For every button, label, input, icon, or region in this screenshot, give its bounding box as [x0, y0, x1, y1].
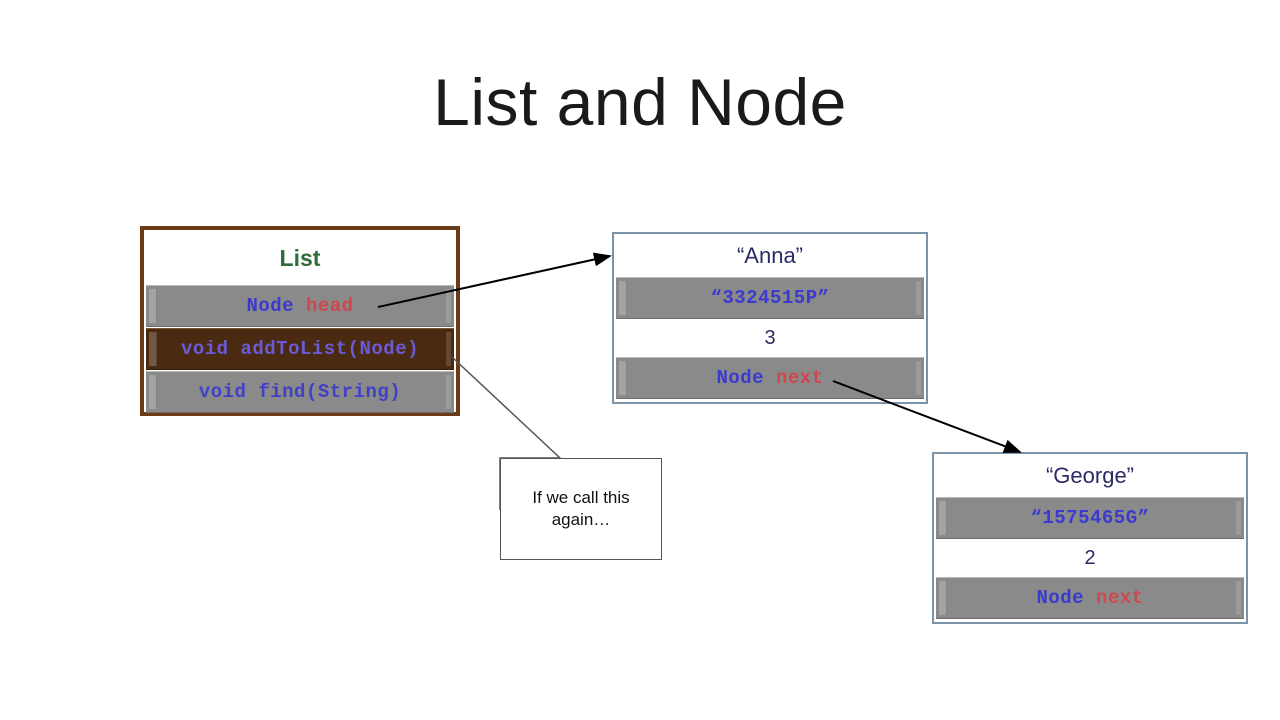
node-box-george[interactable]: “George” “1575465G” 2 Node next: [932, 452, 1248, 624]
node-anna-next-code: Node next: [716, 367, 823, 389]
node-anna-title: “Anna”: [616, 236, 924, 276]
node-george-title: “George”: [936, 456, 1244, 496]
callout-bubble: If we call this again…: [500, 458, 662, 560]
node-anna-id-value: “3324515P”: [710, 287, 830, 309]
node-george-id-value: “1575465G”: [1030, 507, 1150, 529]
callout-line-2: again…: [551, 510, 611, 529]
list-method-addtolist-label: void addToList(Node): [180, 338, 420, 360]
node-george-next-name: next: [1095, 587, 1144, 609]
page-title: List and Node: [433, 65, 847, 139]
list-class-title: List: [146, 232, 454, 284]
list-field-head-name: head: [305, 295, 354, 317]
node-george-next-code: Node next: [1036, 587, 1143, 609]
node-george-number-value: 2: [936, 540, 1244, 576]
node-george-next-pointer[interactable]: Node next: [936, 577, 1244, 619]
callout-line-1: If we call this: [532, 487, 630, 507]
node-box-anna[interactable]: “Anna” “3324515P” 3 Node next: [612, 232, 928, 404]
node-george-id-field[interactable]: “1575465G”: [936, 497, 1244, 539]
node-george-next-type: Node: [1036, 587, 1085, 609]
list-field-head-code: Node head: [246, 295, 353, 317]
node-anna-next-type: Node: [716, 367, 765, 389]
node-anna-next-pointer[interactable]: Node next: [616, 357, 924, 399]
list-field-head-type: Node: [246, 295, 295, 317]
list-class-title-label: List: [279, 244, 321, 271]
list-class-box[interactable]: List Node head void addToList(Node) void…: [140, 226, 460, 416]
list-method-find[interactable]: void find(String): [146, 371, 454, 413]
node-anna-id-field[interactable]: “3324515P”: [616, 277, 924, 319]
list-method-find-label: void find(String): [198, 381, 402, 403]
node-anna-next-name: next: [775, 367, 824, 389]
node-anna-number-value: 3: [616, 320, 924, 356]
list-field-head[interactable]: Node head: [146, 285, 454, 327]
list-method-addtolist[interactable]: void addToList(Node): [146, 328, 454, 370]
